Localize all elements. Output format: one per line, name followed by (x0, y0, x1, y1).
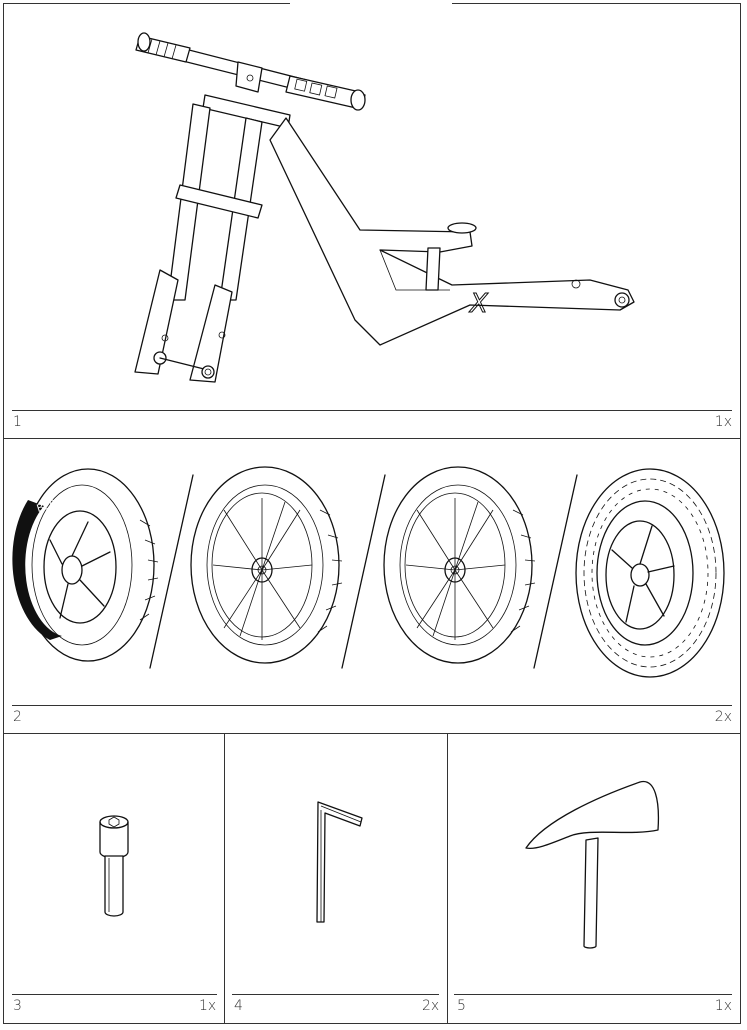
part-number-3: 3 (13, 998, 22, 1014)
caption-rule-1 (12, 410, 732, 411)
hex-key-illustration (316, 801, 363, 923)
bolt-illustration (99, 815, 129, 917)
section3-divider-right (447, 733, 448, 1024)
wheel-spoked (190, 466, 343, 664)
caption-rule-2 (12, 705, 732, 706)
wheel-spoked-2 (383, 466, 536, 664)
wheel-separator (533, 474, 578, 669)
wheel-knobby (575, 468, 725, 678)
part-quantity-1: 1x (714, 414, 732, 430)
part-quantity-5: 1x (714, 998, 732, 1014)
wheel-separator (341, 474, 386, 669)
fork (134, 94, 291, 383)
caption-rule-3 (12, 994, 217, 995)
top-border-right (452, 3, 741, 4)
part-number-1: 1 (13, 414, 22, 430)
part-number-5: 5 (457, 998, 466, 1014)
part-number-4: 4 (234, 998, 243, 1014)
frame-logo: X (468, 289, 489, 319)
part-quantity-2: 2x (714, 709, 732, 725)
page-border (3, 3, 741, 1024)
caption-rule-5 (454, 994, 732, 995)
section2-bottom (3, 733, 741, 734)
bike-frame-illustration: X (134, 32, 635, 383)
wheels-illustration: BERG (12, 466, 725, 678)
wheel-separator (149, 474, 194, 669)
part-quantity-3: 1x (199, 998, 217, 1014)
part-number-2: 2 (13, 709, 22, 725)
wheel-solid: BERG (12, 468, 159, 662)
section3-divider-left (224, 733, 225, 1024)
main-frame: X (269, 117, 635, 346)
section1-bottom (3, 438, 741, 439)
caption-rule-4 (232, 994, 439, 995)
handlebar (135, 32, 366, 111)
top-border-left (3, 3, 290, 4)
part-quantity-4: 2x (422, 998, 440, 1014)
saddle-illustration (525, 780, 660, 949)
